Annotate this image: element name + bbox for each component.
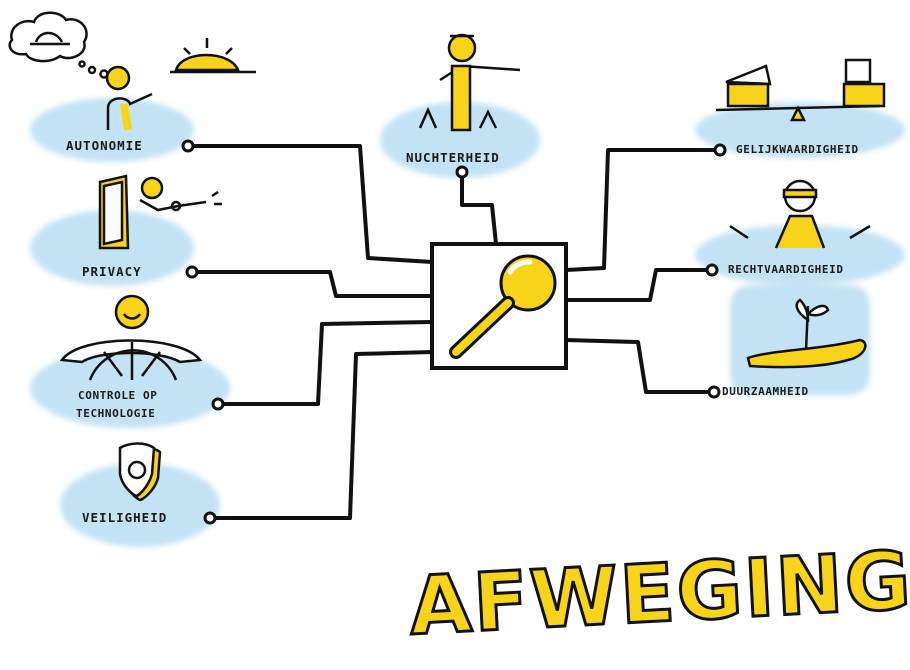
label-privacy: PRIVACY	[82, 264, 142, 279]
label-controle-line2: TECHNOLOGIE	[76, 407, 156, 420]
endpoint-controle	[211, 397, 225, 411]
blob-veiligheid	[60, 463, 220, 547]
label-duurzaamheid: DUURZAAMHEID	[722, 385, 809, 398]
steering-wheel-icon	[59, 294, 203, 381]
blindfolded-justice-icon	[729, 179, 871, 249]
blob-nuchterheid	[380, 102, 540, 178]
label-nuchterheid: NUCHTERHEID	[406, 150, 500, 165]
balance-scale-icon	[715, 58, 886, 122]
line-privacy	[190, 270, 432, 298]
label-veiligheid: VEILIGHEID	[82, 510, 168, 525]
endpoint-privacy	[185, 265, 199, 279]
endpoint-rechtvaardigheid	[705, 263, 719, 277]
magnifying-glass-icon	[449, 254, 557, 359]
label-gelijkwaardigheid: GELIJKWAARDIGHEID	[736, 143, 859, 156]
blob-rechtvaardigheid	[695, 225, 905, 285]
line-controle	[216, 320, 433, 406]
blob-gelijkwaardigheid	[695, 102, 905, 158]
endpoint-gelijkwaardigheid	[713, 143, 727, 157]
line-veiligheid	[208, 350, 433, 520]
endpoint-duurzaamheid	[707, 385, 721, 399]
blob-controle	[30, 348, 230, 428]
connector-endpoints	[181, 139, 727, 525]
endpoint-veiligheid	[203, 511, 217, 525]
line-rechtvaardigheid	[566, 268, 712, 302]
person-standing-pointing-icon	[418, 33, 521, 132]
label-autonomie: AUTONOMIE	[66, 138, 143, 153]
line-gelijkwaardigheid	[565, 148, 720, 272]
blob-autonomie	[30, 98, 194, 162]
hand-with-plant-icon	[746, 298, 867, 369]
line-duurzaamheid	[565, 338, 714, 394]
label-rechtvaardigheid: RECHTVAARDIGHEID	[728, 263, 844, 276]
line-nuchterheid	[460, 172, 498, 245]
person-pointing-icon	[8, 11, 256, 131]
endpoint-nuchterheid	[455, 165, 469, 179]
connector-lines	[188, 144, 720, 520]
endpoint-autonomie	[181, 139, 195, 153]
shield-icon	[118, 442, 162, 502]
center-box	[430, 242, 568, 370]
door-key-icon	[98, 174, 222, 250]
line-autonomie	[188, 144, 433, 264]
label-controle-line1: CONTROLE OP	[78, 389, 158, 402]
